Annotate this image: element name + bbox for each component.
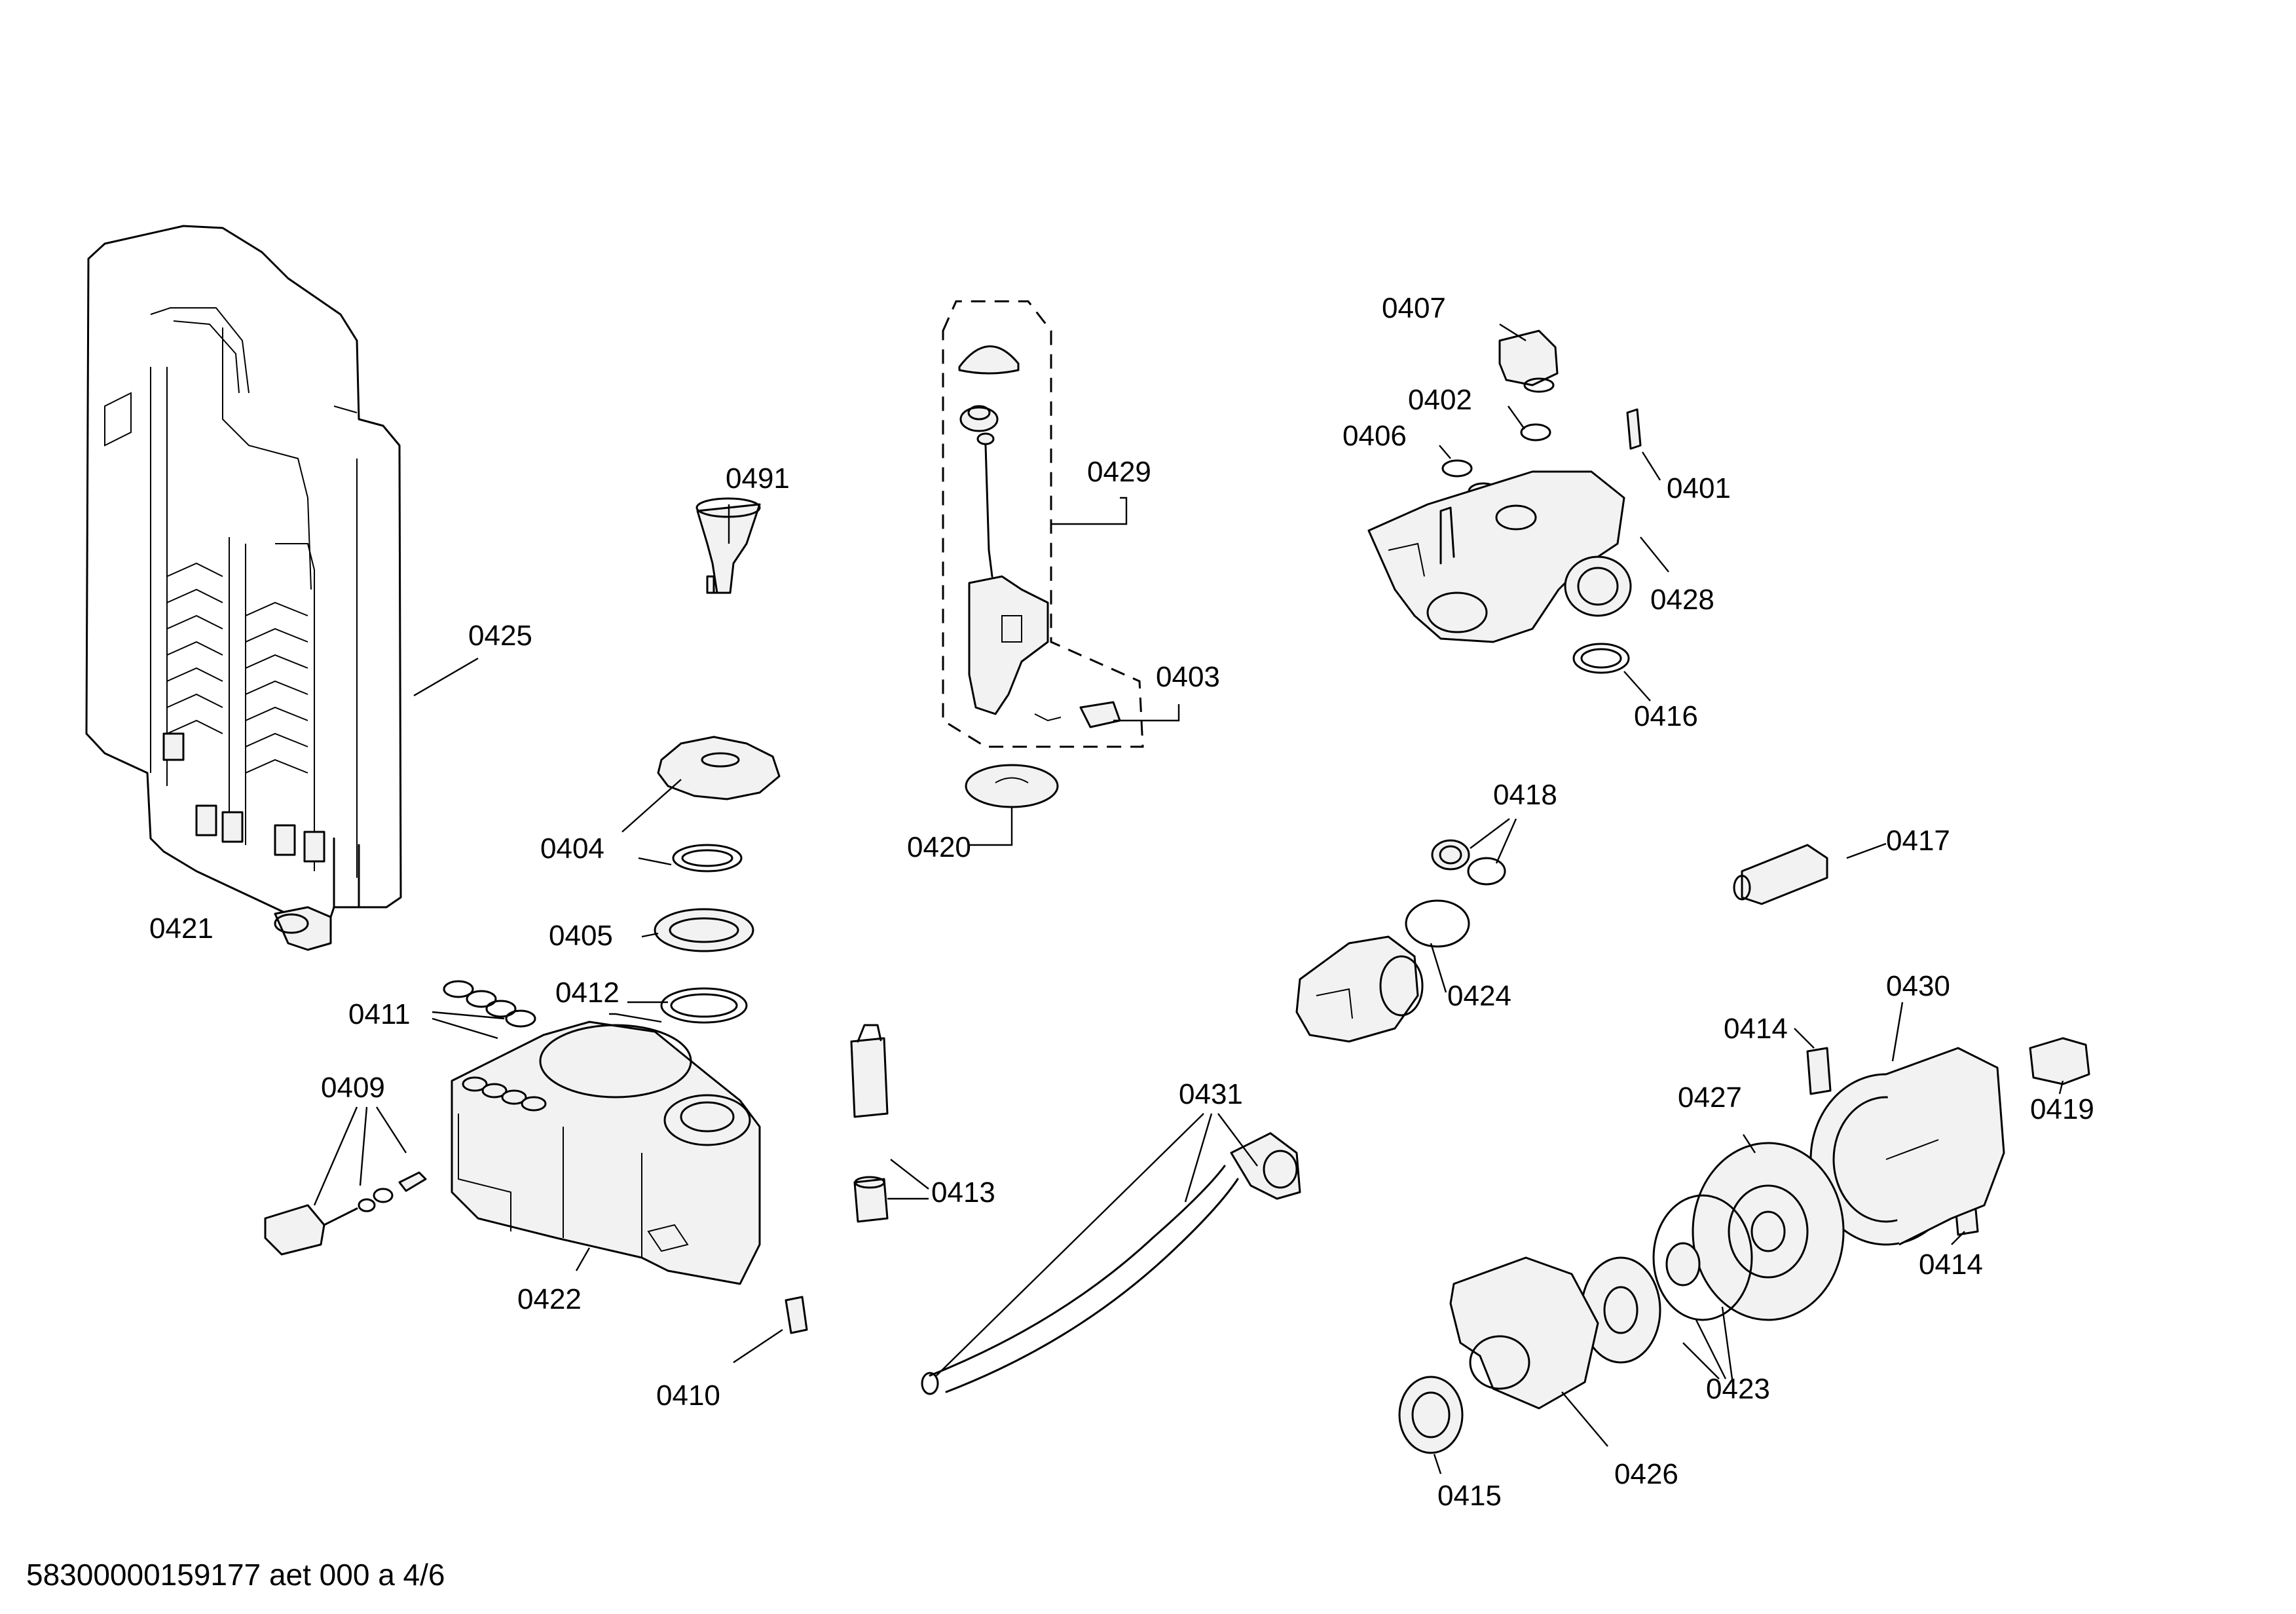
label-0491: 0491 <box>726 462 790 495</box>
label-0415: 0415 <box>1437 1480 1502 1512</box>
part-inlet-valve <box>264 1171 427 1256</box>
part-pump-cover <box>1449 1256 1599 1410</box>
part-seal-rings <box>654 844 754 1024</box>
part-ring-nut <box>657 736 781 800</box>
part-water-softener <box>451 1021 761 1285</box>
footer-document-code: 58300000159177 aet 000 a 4/6 <box>26 1558 445 1592</box>
label-0417: 0417 <box>1886 825 1950 857</box>
part-float-switch-assembly <box>942 300 1144 748</box>
label-0411: 0411 <box>348 998 411 1030</box>
label-0407: 0407 <box>1382 292 1446 324</box>
label-0419: 0419 <box>2030 1093 2094 1125</box>
label-0421: 0421 <box>149 912 213 945</box>
label-0420: 0420 <box>907 831 971 863</box>
part-nozzle <box>1431 839 1506 886</box>
label-0429: 0429 <box>1087 456 1151 488</box>
label-0406: 0406 <box>1342 420 1407 452</box>
label-0431: 0431 <box>1179 1078 1243 1110</box>
part-drain-pump <box>1295 935 1424 1043</box>
part-hose-clamp <box>274 906 332 951</box>
label-0413: 0413 <box>931 1176 995 1209</box>
label-0427: 0427 <box>1678 1081 1742 1114</box>
label-0410: 0410 <box>656 1379 720 1412</box>
part-hose-clamp-2 <box>1572 643 1630 674</box>
label-0414-top: 0414 <box>1724 1013 1788 1045</box>
label-0401: 0401 <box>1667 472 1731 504</box>
label-0404: 0404 <box>540 833 604 865</box>
part-pin <box>1626 408 1642 450</box>
part-connector <box>1498 329 1559 393</box>
label-0422: 0422 <box>517 1283 582 1315</box>
part-distributor-housing <box>1367 470 1632 643</box>
label-0414-bottom: 0414 <box>1919 1248 1983 1281</box>
part-labels: 0407 0402 0406 0401 0428 0416 0429 0403 … <box>149 292 2094 1512</box>
label-0418: 0418 <box>1493 779 1557 811</box>
part-clip <box>785 1296 808 1334</box>
label-0428: 0428 <box>1650 584 1714 616</box>
part-float-disc <box>965 764 1059 808</box>
label-0409: 0409 <box>321 1072 385 1104</box>
part-pump-motor <box>1809 1047 2005 1246</box>
label-0405: 0405 <box>549 920 613 952</box>
label-0423: 0423 <box>1706 1373 1770 1405</box>
part-circulation-seal <box>1405 899 1470 948</box>
label-0425: 0425 <box>468 620 532 652</box>
label-0402: 0402 <box>1408 384 1472 416</box>
leader-lines <box>313 323 2064 1474</box>
label-0416: 0416 <box>1634 700 1698 732</box>
part-relay <box>2029 1037 2090 1085</box>
part-heat-exchanger <box>85 225 402 922</box>
part-impeller-seals <box>1580 1194 1753 1364</box>
part-small-seals <box>443 980 536 1028</box>
part-seal-bush <box>1398 1376 1464 1454</box>
label-0412: 0412 <box>555 977 620 1009</box>
label-0426: 0426 <box>1614 1458 1678 1490</box>
label-0424: 0424 <box>1447 980 1511 1012</box>
part-pump-housing <box>1692 1142 1845 1321</box>
label-0430: 0430 <box>1886 970 1950 1002</box>
label-0403: 0403 <box>1156 661 1220 693</box>
part-heater-element <box>1733 844 1828 905</box>
part-drain-hose <box>921 1132 1301 1395</box>
part-sensor <box>850 1024 889 1223</box>
